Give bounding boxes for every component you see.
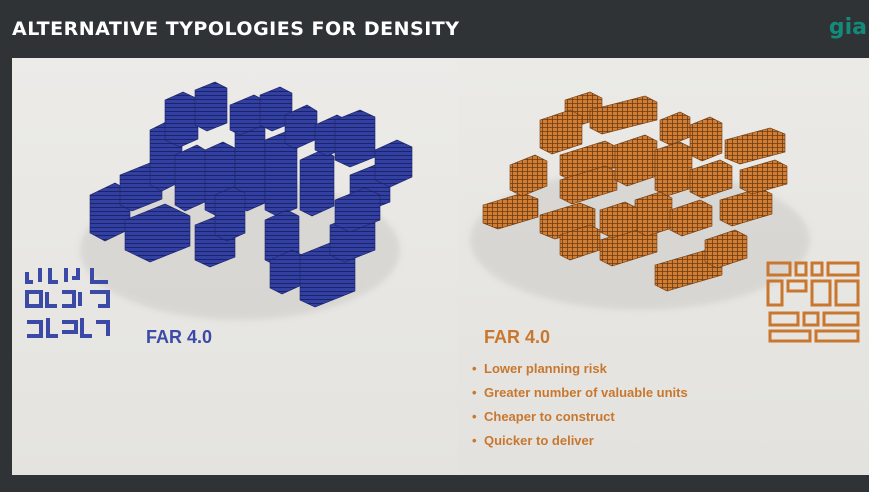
slide-title: ALTERNATIVE TYPOLOGIES FOR DENSITY <box>12 18 460 40</box>
benefit-text: Lower planning risk <box>484 361 607 376</box>
blue-tower-block-model <box>80 81 413 320</box>
benefit-text: Greater number of valuable units <box>484 385 688 400</box>
bullet-glyph: • <box>472 361 477 376</box>
far-label-right: FAR 4.0 <box>484 327 551 347</box>
bullet-glyph: • <box>472 409 477 424</box>
brand-logo: gia <box>828 15 867 40</box>
benefits-list: • Lower planning risk • Greater number of … <box>472 360 688 456</box>
benefit-item: • Greater number of valuable units <box>472 384 688 408</box>
benefit-text: Quicker to deliver <box>484 433 594 448</box>
title-bar: ALTERNATIVE TYPOLOGIES FOR DENSITY gia <box>0 0 869 58</box>
benefit-item: • Lower planning risk <box>472 360 688 384</box>
bullet-glyph: • <box>472 433 477 448</box>
benefit-item: • Quicker to deliver <box>472 432 688 456</box>
benefit-item: • Cheaper to construct <box>472 408 688 432</box>
benefit-text: Cheaper to construct <box>484 409 615 424</box>
far-label-left: FAR 4.0 <box>146 327 213 347</box>
orange-perimeter-block-model <box>470 91 810 310</box>
bottom-bar <box>0 475 869 492</box>
blue-typology-plan-icon <box>25 268 110 338</box>
bullet-glyph: • <box>472 385 477 400</box>
orange-typology-plan-icon <box>766 261 860 343</box>
